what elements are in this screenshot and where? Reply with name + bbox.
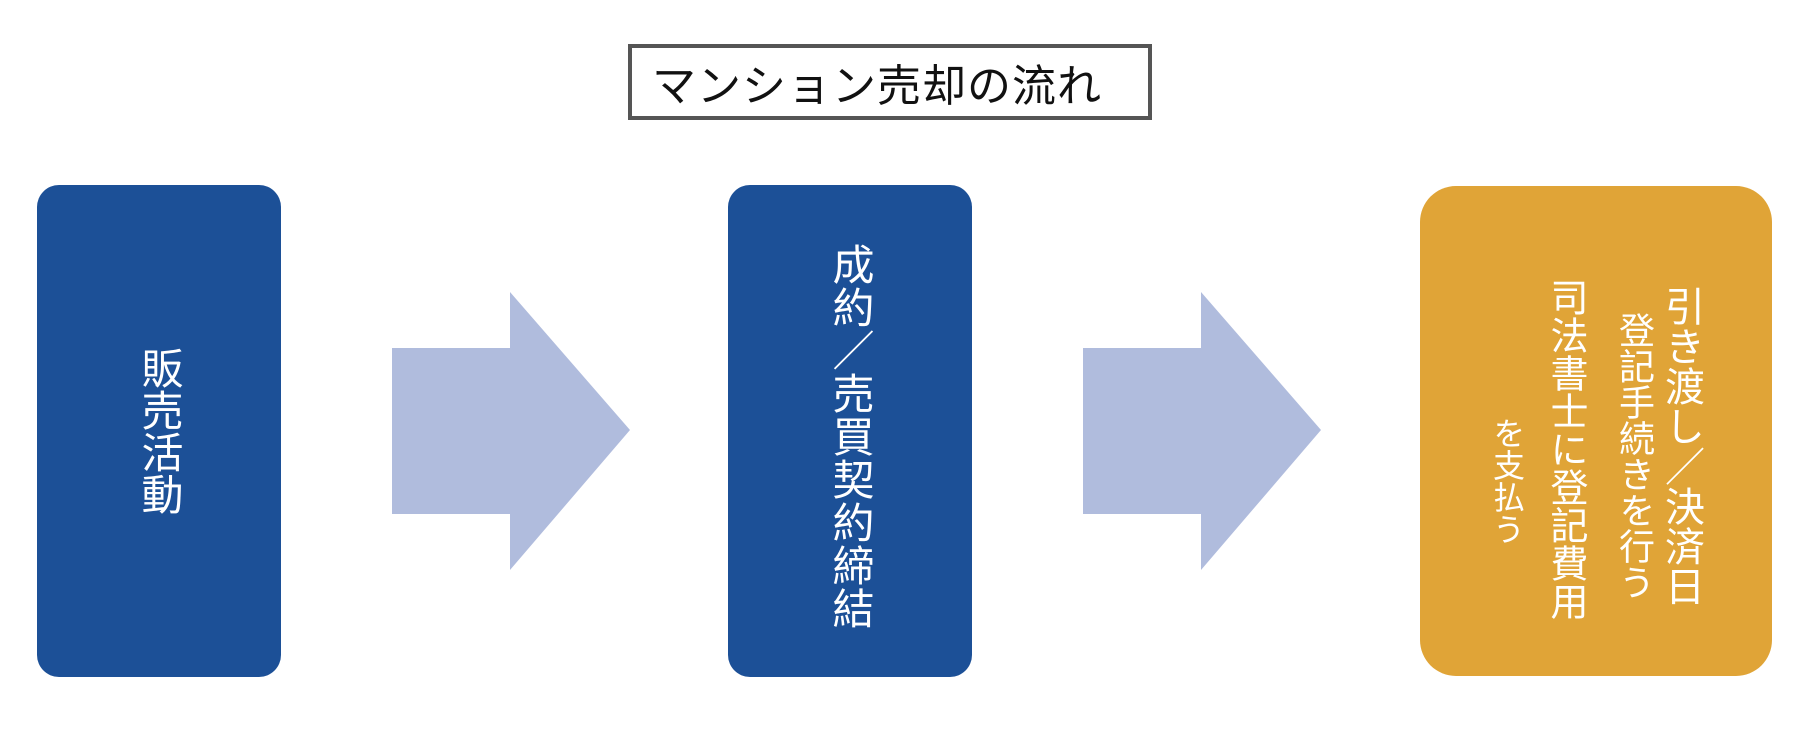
- step-handover-line-4: を支払う: [1488, 417, 1526, 545]
- title-box: マンション売却の流れ: [628, 44, 1152, 120]
- step-sales-activity: 販売活動: [37, 185, 281, 677]
- step-contract-label: 成約／売買契約締結: [826, 243, 875, 630]
- step-contract: 成約／売買契約締結: [728, 185, 972, 677]
- diagram-title: マンション売却の流れ: [652, 61, 1102, 112]
- step-handover-line-3: 司法書士に登記費用: [1544, 278, 1588, 620]
- step-handover-text: 引き渡し／決済日 登記手続きを行う 司法書士に登記費用 を支払う: [1488, 272, 1704, 620]
- arrow-right-1-shape: [392, 292, 630, 570]
- step-handover-line-1: 引き渡し／決済日: [1658, 286, 1704, 606]
- arrow-right-2: [1083, 292, 1321, 570]
- step-handover: 引き渡し／決済日 登記手続きを行う 司法書士に登記費用 を支払う: [1420, 186, 1772, 676]
- arrow-right-2-shape: [1083, 292, 1321, 570]
- step-handover-line-2: 登記手続きを行う: [1613, 312, 1654, 600]
- step-sales-activity-label: 販売活動: [135, 347, 184, 515]
- arrow-right-1: [392, 292, 630, 570]
